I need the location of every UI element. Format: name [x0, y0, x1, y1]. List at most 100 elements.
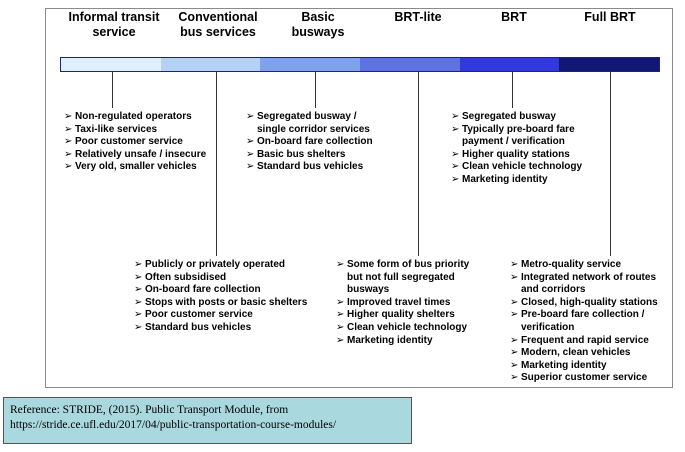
arrow-bullet-icon: ➢	[336, 309, 345, 321]
reference-box: Reference: STRIDE, (2015). Public Transp…	[3, 397, 412, 444]
feature-item: ➢Pre-board fare collection /verification	[510, 309, 658, 334]
arrow-bullet-icon: ➢	[510, 359, 519, 371]
feature-item: ➢Metro-quality service	[510, 259, 658, 272]
connector-brt	[512, 72, 513, 108]
feature-text: Modern, clean vehicles	[521, 347, 631, 359]
feature-text: Closed, high-quality stations	[521, 296, 658, 308]
arrow-bullet-icon: ➢	[451, 111, 460, 122]
arrow-bullet-icon: ➢	[64, 123, 73, 135]
arrow-bullet-icon: ➢	[451, 173, 460, 185]
arrow-bullet-icon: ➢	[134, 284, 143, 296]
feature-item: ➢Poor customer service	[134, 309, 307, 322]
feature-text: Very old, smaller vehicles	[75, 161, 197, 173]
feature-item: ➢Higher quality stations	[451, 149, 582, 162]
arrow-bullet-icon: ➢	[134, 271, 143, 283]
arrow-bullet-icon: ➢	[246, 161, 255, 173]
arrow-bullet-icon: ➢	[246, 111, 255, 122]
feature-text: On-board fare collection	[257, 136, 373, 148]
arrow-bullet-icon: ➢	[336, 334, 345, 346]
arrow-bullet-icon: ➢	[64, 161, 73, 173]
feature-text: Taxi-like services	[75, 123, 158, 135]
feature-text: Pre-board fare collection /verification	[521, 309, 645, 333]
arrow-bullet-icon: ➢	[510, 334, 519, 346]
arrow-bullet-icon: ➢	[134, 321, 143, 333]
arrow-bullet-icon: ➢	[451, 123, 460, 135]
stage-brt: BRT	[501, 10, 527, 24]
bar-segment-brt	[459, 58, 560, 71]
feature-text: Standard bus vehicles	[145, 321, 252, 333]
arrow-bullet-icon: ➢	[336, 259, 345, 270]
feature-text: Higher quality stations	[462, 148, 570, 160]
arrow-bullet-icon: ➢	[336, 296, 345, 308]
reference-text: Reference: STRIDE, (2015). Public Transp…	[10, 404, 337, 431]
feature-item: ➢Clean vehicle technology	[336, 322, 469, 335]
feature-item: ➢Standard bus vehicles	[134, 322, 307, 335]
feature-text: On-board fare collection	[145, 284, 261, 296]
bar-segment-brt-lite	[360, 58, 460, 71]
feature-text: Improved travel times	[347, 296, 451, 308]
feature-text: Poor customer service	[75, 136, 183, 148]
connector-informal	[112, 72, 113, 108]
feature-item: ➢Closed, high-quality stations	[510, 297, 658, 310]
feature-item: ➢Improved travel times	[336, 297, 469, 310]
bar-segment-informal	[61, 58, 161, 71]
arrow-bullet-icon: ➢	[64, 111, 73, 122]
feature-text: Segregated busway	[462, 111, 556, 122]
feature-item: ➢Taxi-like services	[64, 124, 206, 137]
feature-item: ➢Relatively unsafe / insecure	[64, 149, 206, 162]
feature-item: ➢Standard bus vehicles	[246, 161, 373, 174]
feature-text: Marketing identity	[462, 173, 548, 185]
spectrum-bar	[60, 57, 660, 72]
feature-text: Standard bus vehicles	[257, 161, 364, 173]
bar-segment-basic	[260, 58, 361, 71]
feature-text: Clean vehicle technology	[462, 161, 583, 173]
feature-item: ➢Higher quality shelters	[336, 309, 469, 322]
feature-item: ➢Marketing identity	[451, 174, 582, 187]
arrow-bullet-icon: ➢	[134, 296, 143, 308]
feature-item: ➢Poor customer service	[64, 136, 206, 149]
feature-text: Marketing identity	[347, 334, 433, 346]
feature-item: ➢Basic bus shelters	[246, 149, 373, 162]
connector-conventional	[216, 72, 217, 256]
arrow-bullet-icon: ➢	[510, 259, 519, 270]
feature-item: ➢Marketing identity	[510, 360, 658, 373]
stage-full-brt: Full BRT	[584, 10, 636, 24]
feature-item: ➢Non-regulated operators	[64, 111, 206, 124]
arrow-bullet-icon: ➢	[134, 309, 143, 321]
diagram-frame	[45, 8, 673, 388]
features-brt: ➢Segregated busway➢Typically pre-board f…	[451, 111, 582, 187]
connector-brt-lite	[418, 72, 419, 256]
features-full-brt: ➢Metro-quality service➢Integrated networ…	[510, 259, 658, 385]
arrow-bullet-icon: ➢	[451, 148, 460, 160]
connector-basic	[315, 72, 316, 108]
feature-text: Clean vehicle technology	[347, 321, 468, 333]
feature-text: Higher quality shelters	[347, 309, 455, 321]
arrow-bullet-icon: ➢	[510, 347, 519, 359]
feature-item: ➢Often subsidised	[134, 272, 307, 285]
feature-text: Metro-quality service	[521, 259, 622, 270]
feature-item: ➢Modern, clean vehicles	[510, 347, 658, 360]
feature-text: Segregated busway /single corridor servi…	[257, 111, 370, 135]
feature-text: Superior customer service	[521, 372, 648, 384]
arrow-bullet-icon: ➢	[64, 148, 73, 160]
feature-item: ➢Marketing identity	[336, 335, 469, 348]
connector-full-brt	[610, 72, 611, 256]
arrow-bullet-icon: ➢	[451, 161, 460, 173]
feature-item: ➢Segregated busway /single corridor serv…	[246, 111, 373, 136]
feature-item: ➢Stops with posts or basic shelters	[134, 297, 307, 310]
feature-text: Marketing identity	[521, 359, 607, 371]
arrow-bullet-icon: ➢	[336, 321, 345, 333]
feature-text: Frequent and rapid service	[521, 334, 649, 346]
feature-item: ➢On-board fare collection	[246, 136, 373, 149]
arrow-bullet-icon: ➢	[246, 148, 255, 160]
feature-text: Relatively unsafe / insecure	[75, 148, 207, 160]
arrow-bullet-icon: ➢	[510, 296, 519, 308]
